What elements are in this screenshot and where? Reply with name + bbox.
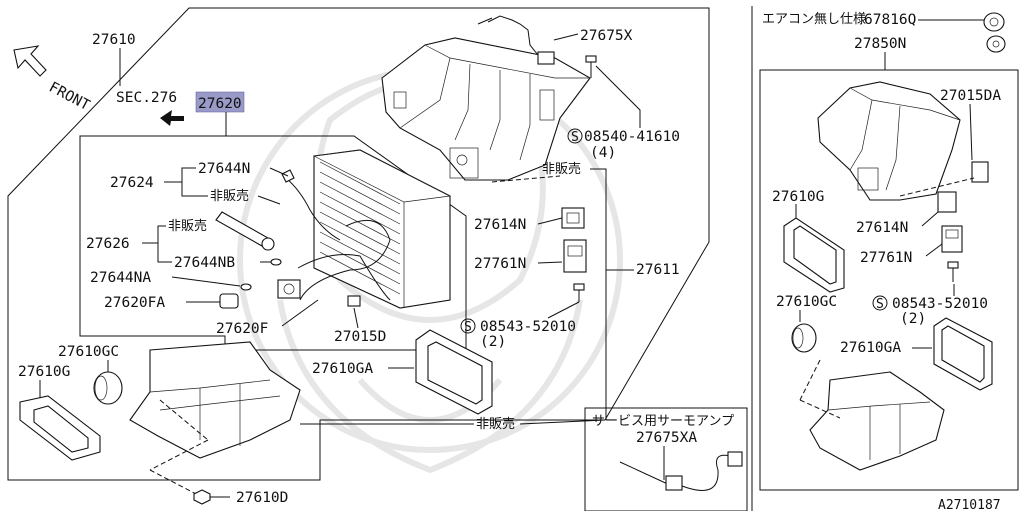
service-title: サービス用サーモアンプ [592, 414, 734, 429]
label-27644N: 27644N [198, 161, 250, 177]
seal-frame-part [933, 317, 993, 391]
noac-upper-case [817, 81, 961, 201]
label-27644NB: 27644NB [174, 255, 235, 271]
label-hihanbai-a: 非販売 [210, 188, 249, 204]
label-27015DA: 27015DA [940, 88, 1001, 104]
lower-case-part [129, 341, 301, 459]
clip-part [971, 161, 989, 183]
fitting-part [219, 293, 239, 309]
label-r-screw-08543: 08543-52010 [892, 296, 988, 312]
label-27610D: 27610D [236, 490, 288, 506]
upper-case-part [381, 37, 591, 181]
label-r-27614N: 27614N [856, 220, 908, 236]
highlight-box [195, 91, 245, 113]
screw2-s-mark: S [464, 320, 472, 335]
front-label: FRONT [46, 79, 92, 114]
thermo-amp-part [619, 451, 743, 491]
label-67816Q: 67816Q [864, 12, 916, 28]
seal-frame-part [783, 217, 845, 293]
evaporator-frame [79, 135, 467, 351]
label-27614N: 27614N [474, 217, 526, 233]
screw-icon [585, 55, 597, 78]
label-hihanbai-upper: 非販売 [542, 161, 581, 177]
label-r-27610G: 27610G [772, 189, 824, 205]
label-27015D: 27015D [334, 329, 386, 345]
seal-frame-part [19, 395, 101, 461]
label-screw2-qty: (2) [480, 334, 506, 350]
diagram-code: A2710187 [938, 498, 1001, 511]
label-27610GC: 27610GC [58, 344, 119, 360]
noac-title: エアコン無し仕様 [762, 12, 866, 27]
noac-frame [759, 69, 1019, 491]
tube-part [215, 211, 275, 251]
screw1-s-mark: S [571, 130, 579, 145]
main-assembly-frame [7, 7, 710, 481]
label-sec-276: SEC.276 [116, 90, 177, 106]
label-27620F: 27620F [216, 321, 268, 337]
sec-arrow-icon [160, 110, 184, 126]
label-27610GA: 27610GA [312, 361, 373, 377]
label-screw-08543: 08543-52010 [480, 319, 576, 335]
label-27675X: 27675X [580, 28, 633, 44]
seal-part [561, 207, 585, 229]
label-r-screw-qty: (2) [900, 311, 926, 327]
label-27644NA: 27644NA [90, 270, 151, 286]
label-hihanbai-lower: 非販売 [476, 416, 515, 432]
label-27620: 27620 [198, 96, 242, 112]
label-27675XA: 27675XA [636, 430, 697, 446]
noac-lower-case [809, 371, 945, 471]
seal-frame-part [415, 329, 493, 415]
cap-part [983, 12, 1006, 53]
sensor-part [941, 225, 963, 253]
label-27624: 27624 [110, 175, 154, 191]
label-27610G: 27610G [18, 364, 70, 380]
screw-icon [947, 261, 959, 282]
bolt-icon [193, 489, 230, 505]
label-27620FA: 27620FA [104, 295, 165, 311]
screw-icon [573, 283, 585, 302]
r-screw-s-mark: S [876, 297, 884, 312]
thermo-sensor-cable [477, 15, 555, 65]
label-screw1-qty: (4) [590, 145, 616, 161]
grommet-part [791, 323, 817, 353]
front-arrow-icon [13, 45, 47, 77]
label-r-27610GA: 27610GA [840, 340, 901, 356]
label-27626: 27626 [86, 236, 130, 252]
expansion-valve [277, 279, 301, 299]
evaporator-core [312, 149, 452, 309]
label-27761N: 27761N [474, 256, 526, 272]
seal-part [937, 191, 957, 213]
label-27850N: 27850N [854, 36, 906, 52]
label-screw-08540: 08540-41610 [584, 129, 680, 145]
clip-part [347, 295, 361, 307]
label-27611: 27611 [636, 262, 680, 278]
label-r-27610GC: 27610GC [776, 294, 837, 310]
label-r-27761N: 27761N [860, 250, 912, 266]
label-27610: 27610 [92, 32, 136, 48]
label-hihanbai-b: 非販売 [168, 218, 207, 234]
grommet-part [93, 371, 123, 405]
sensor-part [563, 239, 587, 273]
